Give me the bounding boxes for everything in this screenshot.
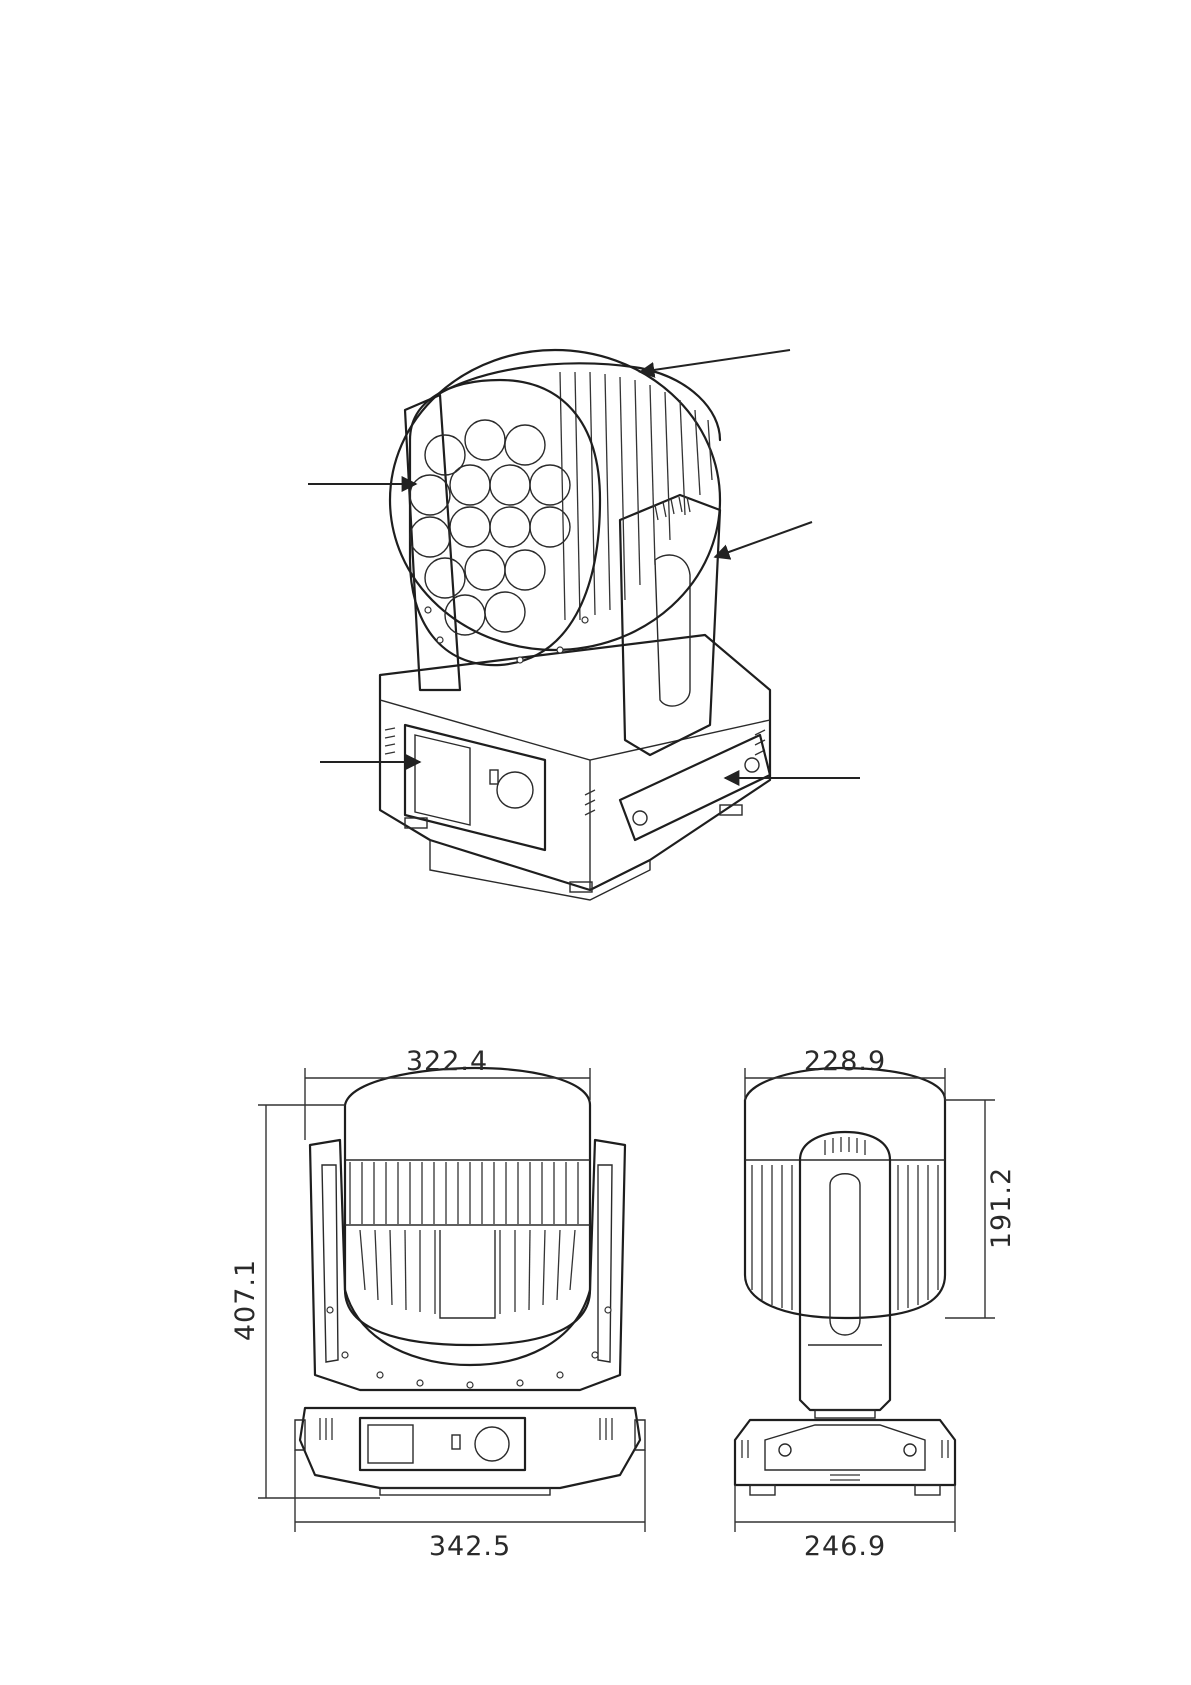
heat-sink-fins bbox=[560, 372, 712, 620]
callout-arrows bbox=[308, 350, 860, 778]
dim-side-head-height: 191.2 bbox=[986, 1167, 1017, 1249]
yoke-handle-slot bbox=[655, 555, 690, 706]
front-view: 322.4 407.1 342.5 bbox=[230, 1046, 645, 1562]
base-vents-left bbox=[385, 728, 395, 754]
control-panel bbox=[405, 725, 545, 850]
dim-side-width-base: 246.9 bbox=[804, 1531, 886, 1562]
dim-front-width-top: 322.4 bbox=[406, 1046, 488, 1077]
front-control-panel bbox=[360, 1418, 525, 1470]
dim-front-width-base: 342.5 bbox=[429, 1531, 511, 1562]
control-knob bbox=[497, 772, 533, 808]
front-base-vents bbox=[320, 1418, 612, 1440]
side-yoke-vents bbox=[825, 1137, 865, 1155]
yoke-arm bbox=[405, 395, 720, 755]
side-view-fins bbox=[752, 1165, 938, 1310]
display-screen bbox=[415, 735, 470, 825]
front-view-fins bbox=[350, 1162, 578, 1314]
dim-front-height: 407.1 bbox=[230, 1259, 261, 1341]
front-view-dimensions: 322.4 407.1 342.5 bbox=[230, 1046, 645, 1562]
front-bezel bbox=[410, 380, 600, 665]
callout-arrow-heat-sink bbox=[640, 350, 790, 372]
front-view-screws bbox=[327, 1307, 611, 1388]
callout-arrow-yoke bbox=[715, 522, 812, 557]
side-view: 228.9 191.2 246.9 bbox=[735, 1046, 1017, 1562]
perspective-view bbox=[308, 350, 860, 900]
dim-side-width-top: 228.9 bbox=[804, 1046, 886, 1077]
side-base-vents bbox=[742, 1440, 948, 1480]
